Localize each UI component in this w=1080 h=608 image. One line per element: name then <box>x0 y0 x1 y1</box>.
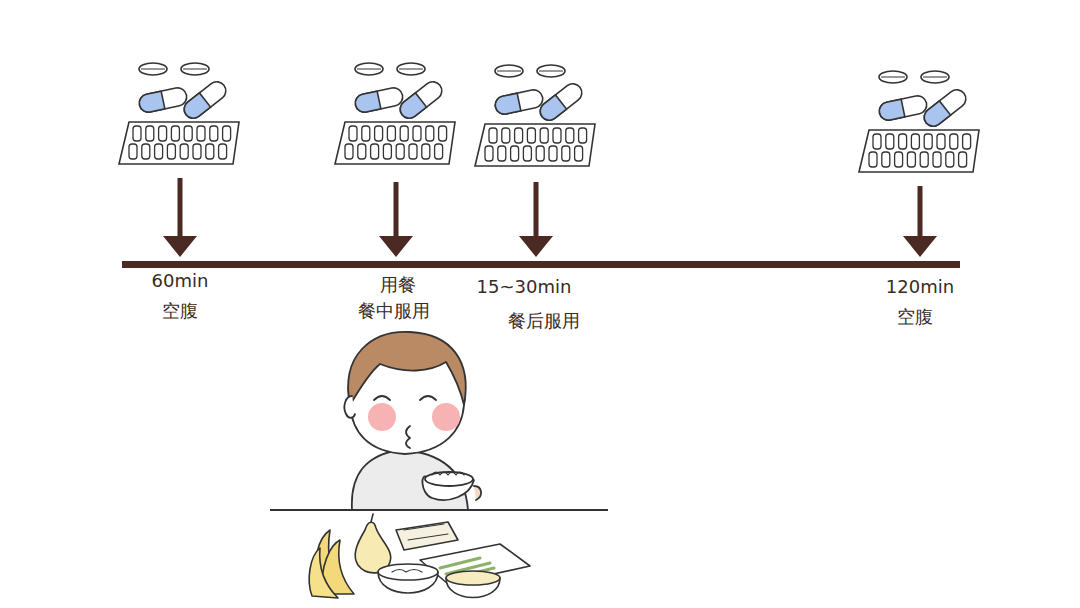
time-label: 空腹 <box>897 306 933 328</box>
time-label: 用餐 <box>380 274 416 296</box>
time-label: 120min <box>886 276 954 298</box>
time-label: 15~30min <box>477 276 572 298</box>
time-label: 餐中服用 <box>358 300 430 322</box>
time-label: 餐后服用 <box>508 310 580 332</box>
time-label: 空腹 <box>162 300 198 322</box>
time-label: 60min <box>152 270 209 292</box>
